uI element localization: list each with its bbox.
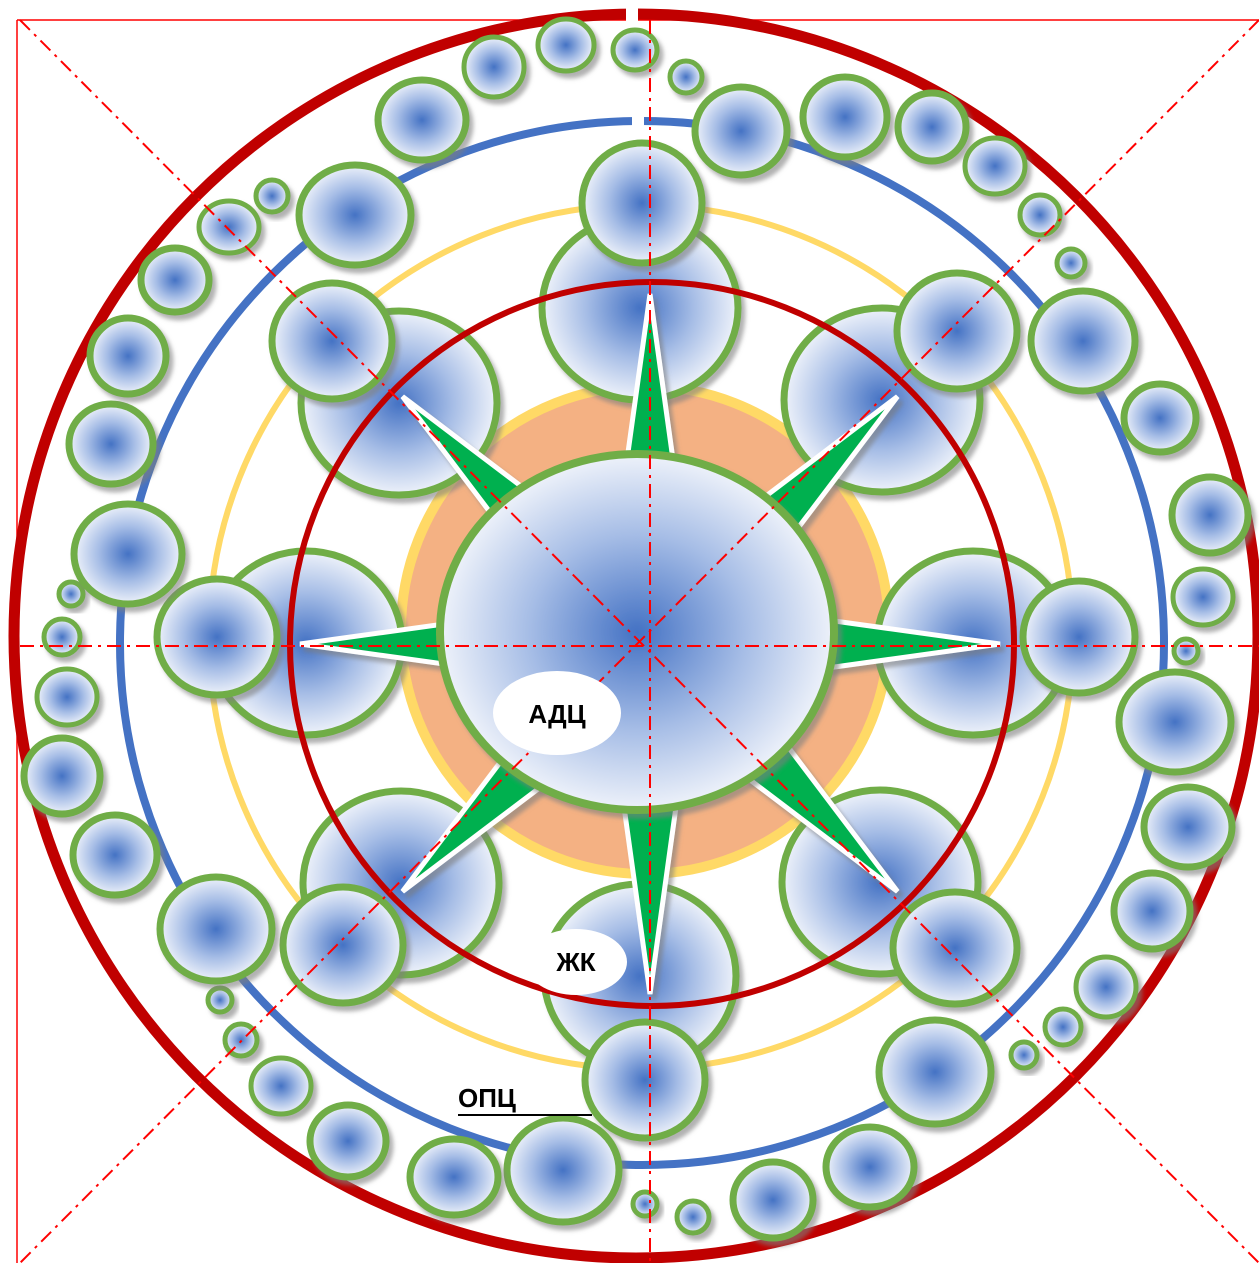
bubble-57 — [69, 404, 153, 484]
bubble-10 — [272, 283, 392, 399]
bubble-58 — [90, 318, 166, 394]
bubble-44 — [507, 1118, 619, 1222]
bubble-13 — [1023, 581, 1135, 693]
bubble-21 — [670, 61, 702, 93]
bubble-12 — [157, 579, 277, 695]
bubble-46 — [310, 1105, 386, 1177]
bubble-42 — [677, 1201, 709, 1233]
bubble-45 — [410, 1139, 498, 1215]
label-outer-text: ОПЦ — [458, 1083, 516, 1113]
bubble-56 — [74, 504, 182, 604]
bubble-59 — [141, 248, 209, 312]
bubble-55 — [59, 582, 83, 606]
bubble-16 — [585, 1022, 705, 1138]
bubble-30 — [1172, 477, 1248, 553]
bubble-17 — [378, 80, 466, 160]
bubble-27 — [1057, 249, 1085, 277]
bubble-18 — [464, 37, 524, 97]
bubble-38 — [1011, 1042, 1037, 1068]
bubble-11 — [897, 273, 1017, 389]
bubble-23 — [803, 77, 887, 157]
bubble-14 — [283, 887, 403, 1003]
bubble-19 — [538, 19, 594, 71]
bubble-61 — [256, 180, 288, 212]
bubble-25 — [965, 138, 1025, 194]
bubble-43 — [633, 1192, 657, 1216]
bubble-51 — [73, 815, 157, 895]
bubble-33 — [1119, 672, 1231, 772]
bubble-24 — [898, 93, 966, 161]
bubble-49 — [208, 988, 232, 1012]
bubble-52 — [24, 738, 100, 814]
bubble-35 — [1114, 873, 1190, 949]
bubble-32 — [1174, 639, 1198, 663]
bubble-22 — [695, 87, 787, 175]
label-lower-text: ЖК — [555, 947, 595, 977]
bubble-15 — [893, 892, 1017, 1004]
bubble-31 — [1173, 569, 1233, 625]
bubble-9 — [582, 143, 702, 263]
bubble-50 — [160, 877, 272, 981]
bubble-47 — [251, 1058, 311, 1114]
bubble-29 — [1124, 384, 1196, 452]
bubble-39 — [879, 1020, 991, 1124]
center-circle — [440, 454, 834, 810]
label-center: АДЦ — [493, 671, 621, 755]
label-center-text: АДЦ — [528, 699, 585, 729]
label-lower: ЖК — [525, 929, 627, 995]
bubble-54 — [44, 619, 80, 655]
bubble-53 — [37, 669, 97, 725]
bubble-28 — [1031, 291, 1135, 391]
bubble-37 — [1045, 1009, 1081, 1045]
label-outer: ОПЦ — [458, 1083, 592, 1115]
bubble-62 — [299, 165, 411, 265]
bubble-40 — [826, 1127, 914, 1207]
bubble-26 — [1020, 195, 1060, 235]
bubble-36 — [1076, 957, 1136, 1017]
bubble-41 — [733, 1162, 813, 1238]
bubble-34 — [1144, 787, 1232, 867]
